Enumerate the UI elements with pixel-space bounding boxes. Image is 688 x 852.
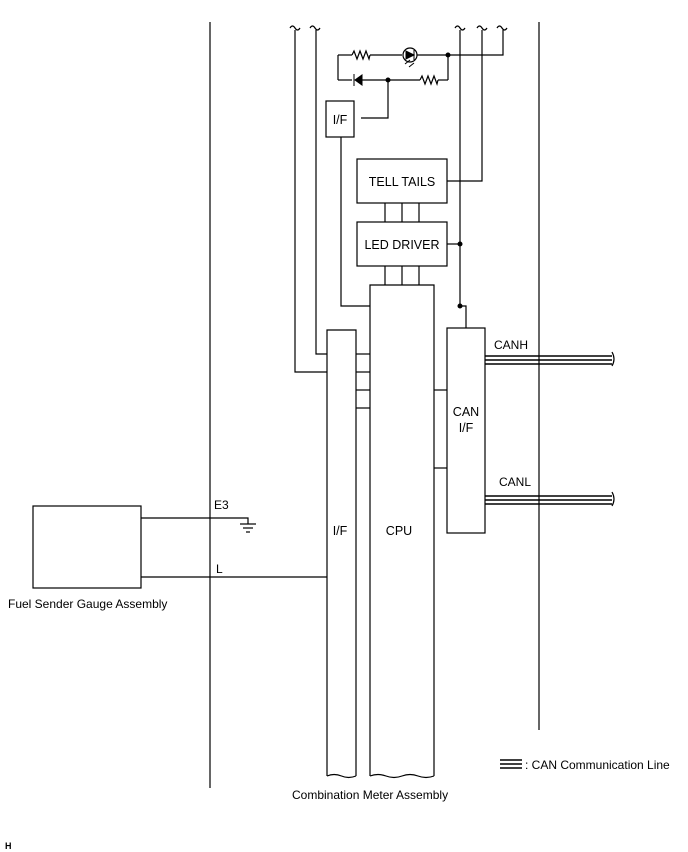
combination-meter-label: Combination Meter Assembly bbox=[292, 788, 448, 802]
fuel-sender-label: Fuel Sender Gauge Assembly bbox=[8, 597, 167, 611]
led-triangle bbox=[405, 50, 416, 60]
canl-label: CANL bbox=[499, 475, 531, 489]
e3-label: E3 bbox=[214, 498, 229, 512]
wire bbox=[460, 305, 467, 328]
if-main-box bbox=[326, 329, 357, 776]
canh-label: CANH bbox=[494, 338, 528, 352]
l-label: L bbox=[216, 562, 223, 576]
wire bbox=[340, 137, 370, 307]
cpu-label: CPU bbox=[386, 524, 412, 538]
led-arrow bbox=[404, 59, 411, 65]
junction-dot bbox=[445, 52, 451, 58]
break-mark bbox=[611, 491, 615, 507]
wire bbox=[294, 30, 327, 373]
break-mark bbox=[476, 25, 488, 31]
led-arrow bbox=[408, 62, 415, 68]
break-mark bbox=[369, 773, 435, 779]
wire bbox=[361, 80, 389, 119]
if-top-box bbox=[325, 100, 355, 138]
break-mark bbox=[454, 25, 466, 31]
tell-tails-label: TELL TAILS bbox=[369, 175, 435, 189]
cpu-box bbox=[369, 284, 435, 776]
wire bbox=[447, 30, 483, 182]
break-mark bbox=[496, 25, 508, 31]
led-driver-label: LED DRIVER bbox=[364, 238, 439, 252]
if-top-label: I/F bbox=[333, 113, 348, 127]
resistor-symbol bbox=[419, 74, 439, 87]
diode-symbol bbox=[354, 74, 363, 86]
wire bbox=[315, 30, 327, 355]
legend-label: : CAN Communication Line bbox=[525, 758, 670, 772]
can-if-label: CAN bbox=[453, 405, 479, 419]
can-if-label: I/F bbox=[459, 421, 474, 435]
resistor-symbol bbox=[351, 49, 371, 62]
junction-dot bbox=[457, 303, 463, 309]
junction-dot bbox=[457, 241, 463, 247]
wire bbox=[141, 517, 249, 524]
break-mark bbox=[326, 773, 357, 779]
wire bbox=[448, 30, 504, 56]
corner-mark: H bbox=[5, 841, 12, 851]
junction-dot bbox=[385, 77, 391, 83]
if-main-label: I/F bbox=[333, 524, 348, 538]
break-mark bbox=[289, 25, 301, 31]
break-mark bbox=[611, 351, 615, 367]
fuel-sender-box bbox=[32, 505, 142, 589]
break-mark bbox=[309, 25, 321, 31]
